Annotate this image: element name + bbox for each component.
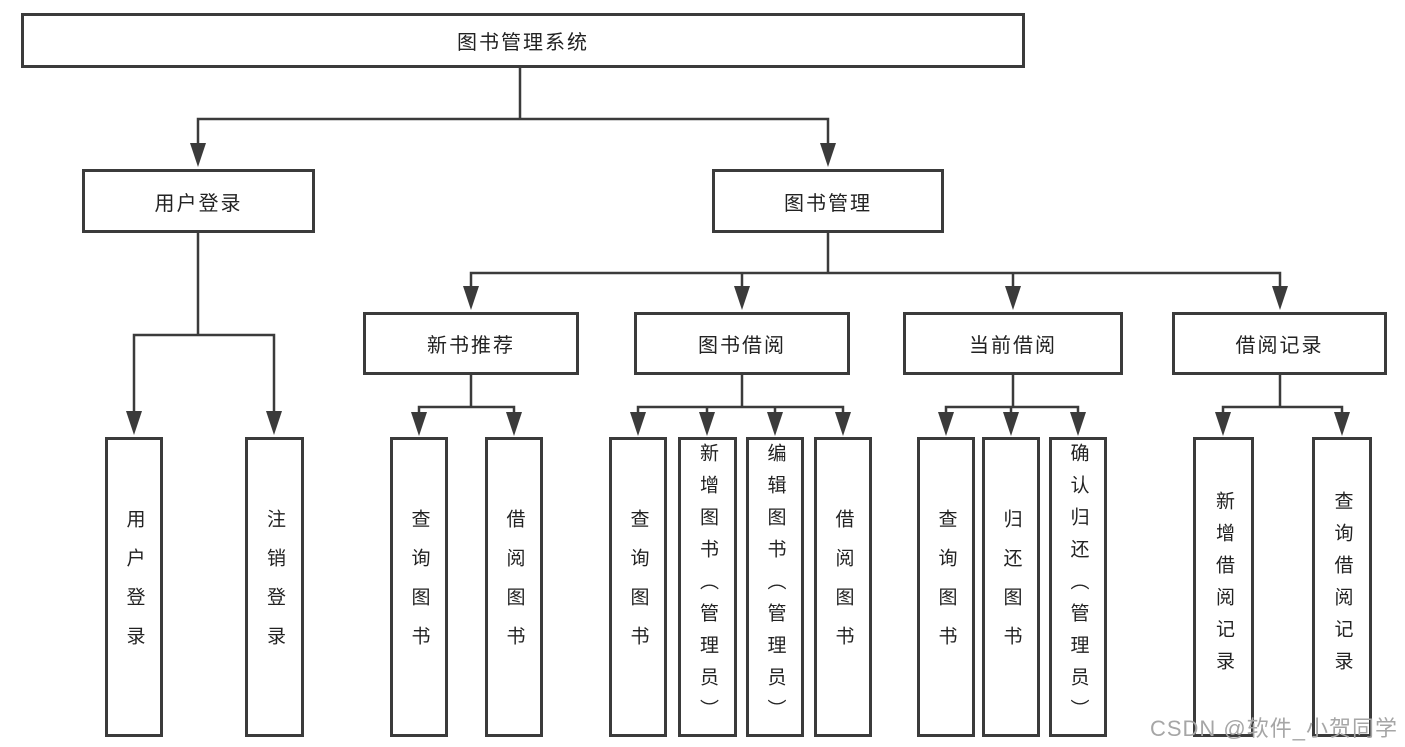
leaf-query-borrow-record: 查询借阅记录 bbox=[1312, 437, 1372, 737]
node-label: 新增图书（管理员） bbox=[697, 443, 718, 731]
leaf-borrow-books: 借阅图书 bbox=[814, 437, 872, 737]
node-label: 编辑图书（管理员） bbox=[764, 443, 786, 731]
node-label: 用户登录 bbox=[123, 509, 145, 665]
leaf-add-borrow-record: 新增借阅记录 bbox=[1193, 437, 1254, 737]
node-user-login: 用户登录 bbox=[82, 169, 315, 233]
leaf-query-books-recommend: 查询图书 bbox=[390, 437, 448, 737]
leaf-add-book-admin: 新增图书（管理员） bbox=[678, 437, 737, 737]
watermark: CSDN @软件_小贺同学 bbox=[1149, 716, 1398, 741]
leaf-query-books-borrow: 查询图书 bbox=[609, 437, 667, 737]
node-label: 确认归还（管理员） bbox=[1067, 443, 1089, 731]
node-label: 借阅记录 bbox=[1235, 335, 1324, 357]
leaf-confirm-return-admin: 确认归还（管理员） bbox=[1049, 437, 1107, 737]
node-label: 查询借阅记录 bbox=[1331, 491, 1353, 683]
leaf-return-book: 归还图书 bbox=[982, 437, 1040, 737]
node-book-management: 图书管理 bbox=[712, 169, 944, 233]
node-label: 查询图书 bbox=[627, 509, 649, 665]
leaf-query-books-current: 查询图书 bbox=[917, 437, 975, 737]
node-book-borrowing: 图书借阅 bbox=[634, 312, 850, 375]
node-label: 图书管理 bbox=[784, 192, 872, 215]
node-label: 新增借阅记录 bbox=[1213, 491, 1234, 683]
node-borrowing-records: 借阅记录 bbox=[1172, 312, 1387, 375]
node-label: 查询图书 bbox=[408, 509, 430, 665]
node-label: 归还图书 bbox=[1000, 509, 1022, 665]
node-label: 图书管理系统 bbox=[457, 32, 589, 54]
leaf-user-login: 用户登录 bbox=[105, 437, 163, 737]
node-label: 用户登录 bbox=[154, 192, 243, 215]
node-label: 图书借阅 bbox=[698, 335, 786, 357]
node-label: 注销登录 bbox=[264, 509, 285, 665]
node-new-book-recommendation: 新书推荐 bbox=[363, 312, 579, 375]
node-label: 新书推荐 bbox=[427, 335, 515, 357]
node-label: 查询图书 bbox=[935, 509, 957, 665]
node-label: 当前借阅 bbox=[969, 335, 1057, 357]
leaf-borrow-books-recommend: 借阅图书 bbox=[485, 437, 543, 737]
leaf-logout: 注销登录 bbox=[245, 437, 304, 737]
node-current-borrowing: 当前借阅 bbox=[903, 312, 1123, 375]
leaf-edit-book-admin: 编辑图书（管理员） bbox=[746, 437, 804, 737]
node-label: 借阅图书 bbox=[503, 509, 525, 665]
node-label: 借阅图书 bbox=[832, 509, 854, 665]
node-library-management-system: 图书管理系统 bbox=[21, 13, 1025, 68]
